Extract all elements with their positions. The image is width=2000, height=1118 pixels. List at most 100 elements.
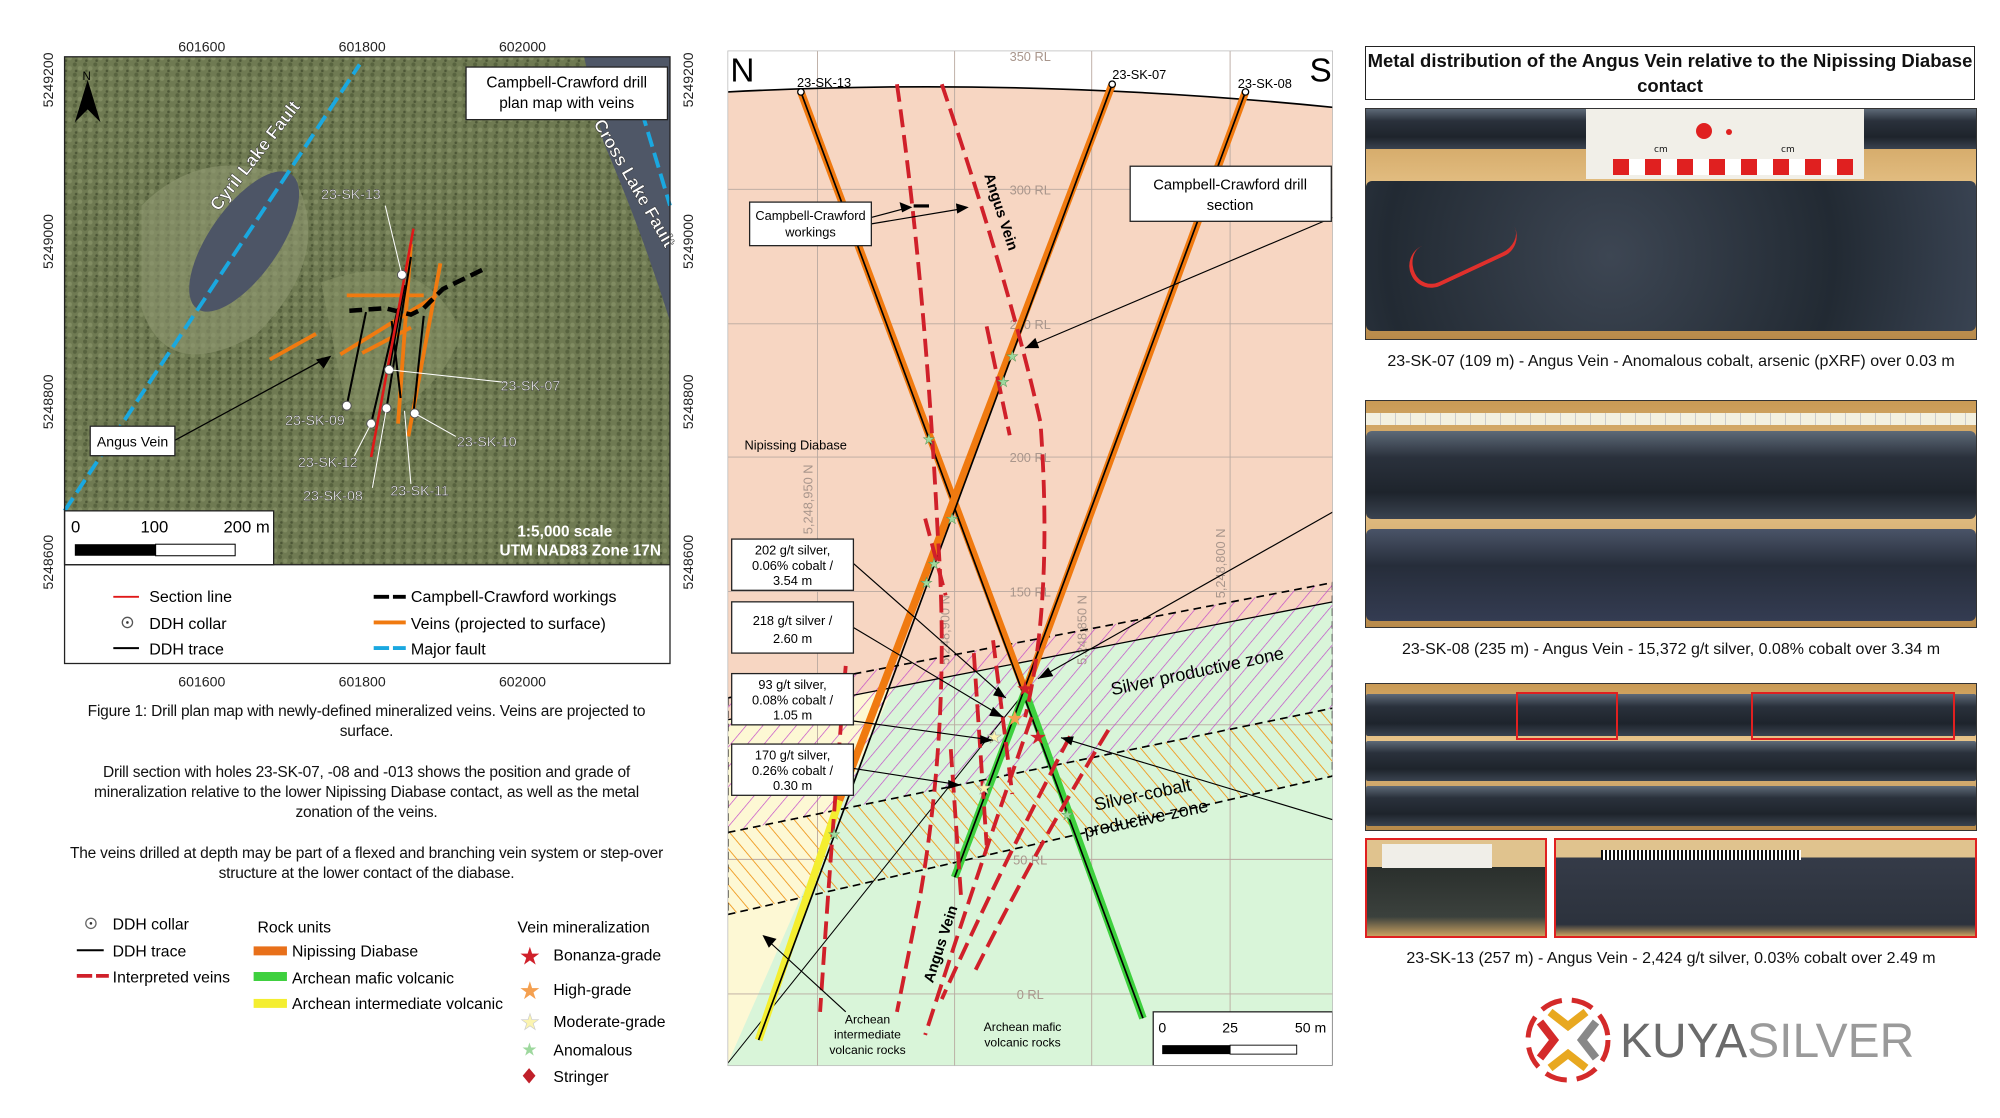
scale-card: cm cm xyxy=(1586,109,1864,179)
hole-label-23-sk-10: 23-SK-10 xyxy=(457,434,517,450)
rl-label: 50 RL xyxy=(1013,852,1047,867)
arrow-head-icon xyxy=(315,355,332,369)
legend-workings: Campbell-Crawford workings xyxy=(411,588,617,606)
section-scale-0: 0 xyxy=(1158,1019,1166,1035)
rock-units-title: Rock units xyxy=(257,919,331,936)
x-tick-bottom: 601800 xyxy=(339,674,386,690)
north-arrow-icon: N xyxy=(74,71,101,123)
y-tick-right: 5248800 xyxy=(680,374,696,429)
photo-caption-23-sk-07: 23-SK-07 (109 m) - Angus Vein - Anomalou… xyxy=(1387,353,1955,370)
ruler-cm-label: cm xyxy=(1781,145,1795,155)
north-label: N xyxy=(730,53,754,90)
intersection-label: 0.06% cobalt / xyxy=(752,558,834,573)
hole-label-23-sk-11: 23-SK-11 xyxy=(390,482,449,498)
legend-ddh-trace: DDH trace xyxy=(113,944,187,961)
section-scale-25: 25 xyxy=(1222,1019,1238,1035)
photo-caption-23-sk-08: 23-SK-08 (235 m) - Angus Vein - 15,372 g… xyxy=(1401,641,1941,658)
intermediate-contact xyxy=(727,691,1026,1064)
intermediate-rocks-label: volcanic rocks xyxy=(829,1043,905,1057)
bonanza-star-icon: ★ xyxy=(519,943,541,970)
hole-label-23-sk-08: 23-SK-08 xyxy=(303,488,363,504)
y-tick-right: 5249200 xyxy=(680,52,696,107)
core-photo-23-sk-07: cm cm xyxy=(1365,108,1977,340)
logo-text-silver: SILVER xyxy=(1747,1015,1915,1068)
legend-anomalous: Anomalous xyxy=(553,1042,632,1059)
x-tick-top: 601800 xyxy=(339,39,386,55)
scale-tick-100: 100 xyxy=(140,518,168,537)
cross-lake-fault xyxy=(633,89,672,207)
intersection-label: 0.30 m xyxy=(773,778,812,793)
section-title: section xyxy=(1207,198,1254,214)
x-tick-top: 601600 xyxy=(178,39,225,55)
arrow-head-icon xyxy=(948,779,962,789)
section-title: Campbell-Crawford drill xyxy=(1153,177,1307,193)
kuya-logo-mark-icon xyxy=(1525,997,1611,1083)
x-tick-top: 602000 xyxy=(499,39,546,55)
anomalous-star-icon: ★ xyxy=(920,575,933,591)
legend-major-fault: Major fault xyxy=(411,641,486,659)
core-photo-23-sk-13-detail-2 xyxy=(1554,838,1977,938)
vein-mineralization-title: Vein mineralization xyxy=(518,919,650,936)
hole-label-23-sk-07: 23-SK-07 xyxy=(501,377,561,393)
cyril-lake xyxy=(189,171,300,312)
anomalous-star-icon: ★ xyxy=(923,431,936,447)
anomalous-star-icon: ★ xyxy=(1006,348,1019,364)
rl-label: 300 RL xyxy=(1010,182,1051,197)
y-tick-left: 5248800 xyxy=(40,374,56,429)
section-scale-50: 50 m xyxy=(1295,1019,1326,1035)
intersection-label: 93 g/t silver, xyxy=(758,677,826,692)
legend-moderate-grade: Moderate-grade xyxy=(553,1014,665,1031)
intersection-label: 0.08% cobalt / xyxy=(752,692,834,707)
section-hole-label: 23-SK-08 xyxy=(1238,76,1292,91)
section-hole-label: 23-SK-13 xyxy=(797,75,851,90)
logo-wordmark: KUYA SILVER xyxy=(1620,1014,1914,1069)
anomalous-star-icon: ★ xyxy=(997,374,1010,390)
nipissing-diabase-area xyxy=(727,86,1333,720)
ddh-traces xyxy=(345,256,425,424)
angus-vein-callout: Angus Vein xyxy=(97,434,168,450)
moderate-grade-star-icon: ★ xyxy=(520,1010,540,1035)
drill-hole-23-sk-07 xyxy=(754,82,1116,1042)
arrow-head-icon xyxy=(899,202,913,213)
logo-text-kuya: KUYA xyxy=(1620,1015,1748,1068)
arrow-head-icon xyxy=(989,706,1004,718)
scale-text: 1:5,000 scale xyxy=(517,524,612,541)
map-title-line2: plan map with veins xyxy=(499,95,634,112)
core-photo-23-sk-13-detail-1 xyxy=(1365,838,1547,938)
core-photo-23-sk-08 xyxy=(1365,400,1977,628)
y-tick-right: 5249000 xyxy=(680,214,696,269)
workings-label: Campbell-Crawford xyxy=(755,208,865,223)
bonanza-star-icon: ★ xyxy=(1016,677,1034,700)
legend-stringer: Stringer xyxy=(553,1069,608,1086)
anomalous-star-icon: ★ xyxy=(1061,807,1074,823)
callout-arrows xyxy=(768,206,1333,1013)
arrow-head-icon xyxy=(1025,337,1040,349)
anomalous-star-icon: ★ xyxy=(928,556,941,572)
high-grade-star-icon: ★ xyxy=(519,978,541,1005)
map-title-line1: Campbell-Crawford drill xyxy=(486,75,647,92)
kuya-silver-logo: KUYA SILVER xyxy=(1520,992,1914,1092)
legend-ddh-trace: DDH trace xyxy=(149,641,224,659)
section-legend: DDH collar DDH trace Interpreted veins R… xyxy=(76,917,666,1086)
y-tick-left: 5249200 xyxy=(40,52,56,107)
hole-label-23-sk-13: 23-SK-13 xyxy=(321,186,381,202)
svg-text:N: N xyxy=(83,71,91,83)
south-label: S xyxy=(1310,53,1332,90)
intersection-label: 0.26% cobalt / xyxy=(752,763,834,778)
core-photo-23-sk-13-tray xyxy=(1365,683,1977,831)
rl-label: 0 RL xyxy=(1017,987,1044,1002)
mafic-rocks-label: Archean mafic xyxy=(984,1020,1062,1034)
y-tick-left: 5249000 xyxy=(40,214,56,269)
intermediate-rocks-label: Archean xyxy=(845,1012,890,1026)
intersection-label: 170 g/t silver, xyxy=(755,747,830,762)
intersection-label: 1.05 m xyxy=(773,708,812,723)
bonanza-star-icon: ★ xyxy=(1029,726,1047,749)
rl-label: 350 RL xyxy=(1010,49,1051,64)
high-grade-star-icon: ★ xyxy=(1006,707,1024,730)
arrow-head-icon xyxy=(980,735,994,745)
ruler-cm-label: cm xyxy=(1654,145,1668,155)
anomalous-star-icon: ★ xyxy=(521,1039,537,1059)
veins-description: The veins drilled at depth may be part o… xyxy=(69,845,664,882)
projection-text: UTM NAD83 Zone 17N xyxy=(499,543,660,560)
right-panel-title: Metal distribution of the Angus Vein rel… xyxy=(1365,46,1975,100)
